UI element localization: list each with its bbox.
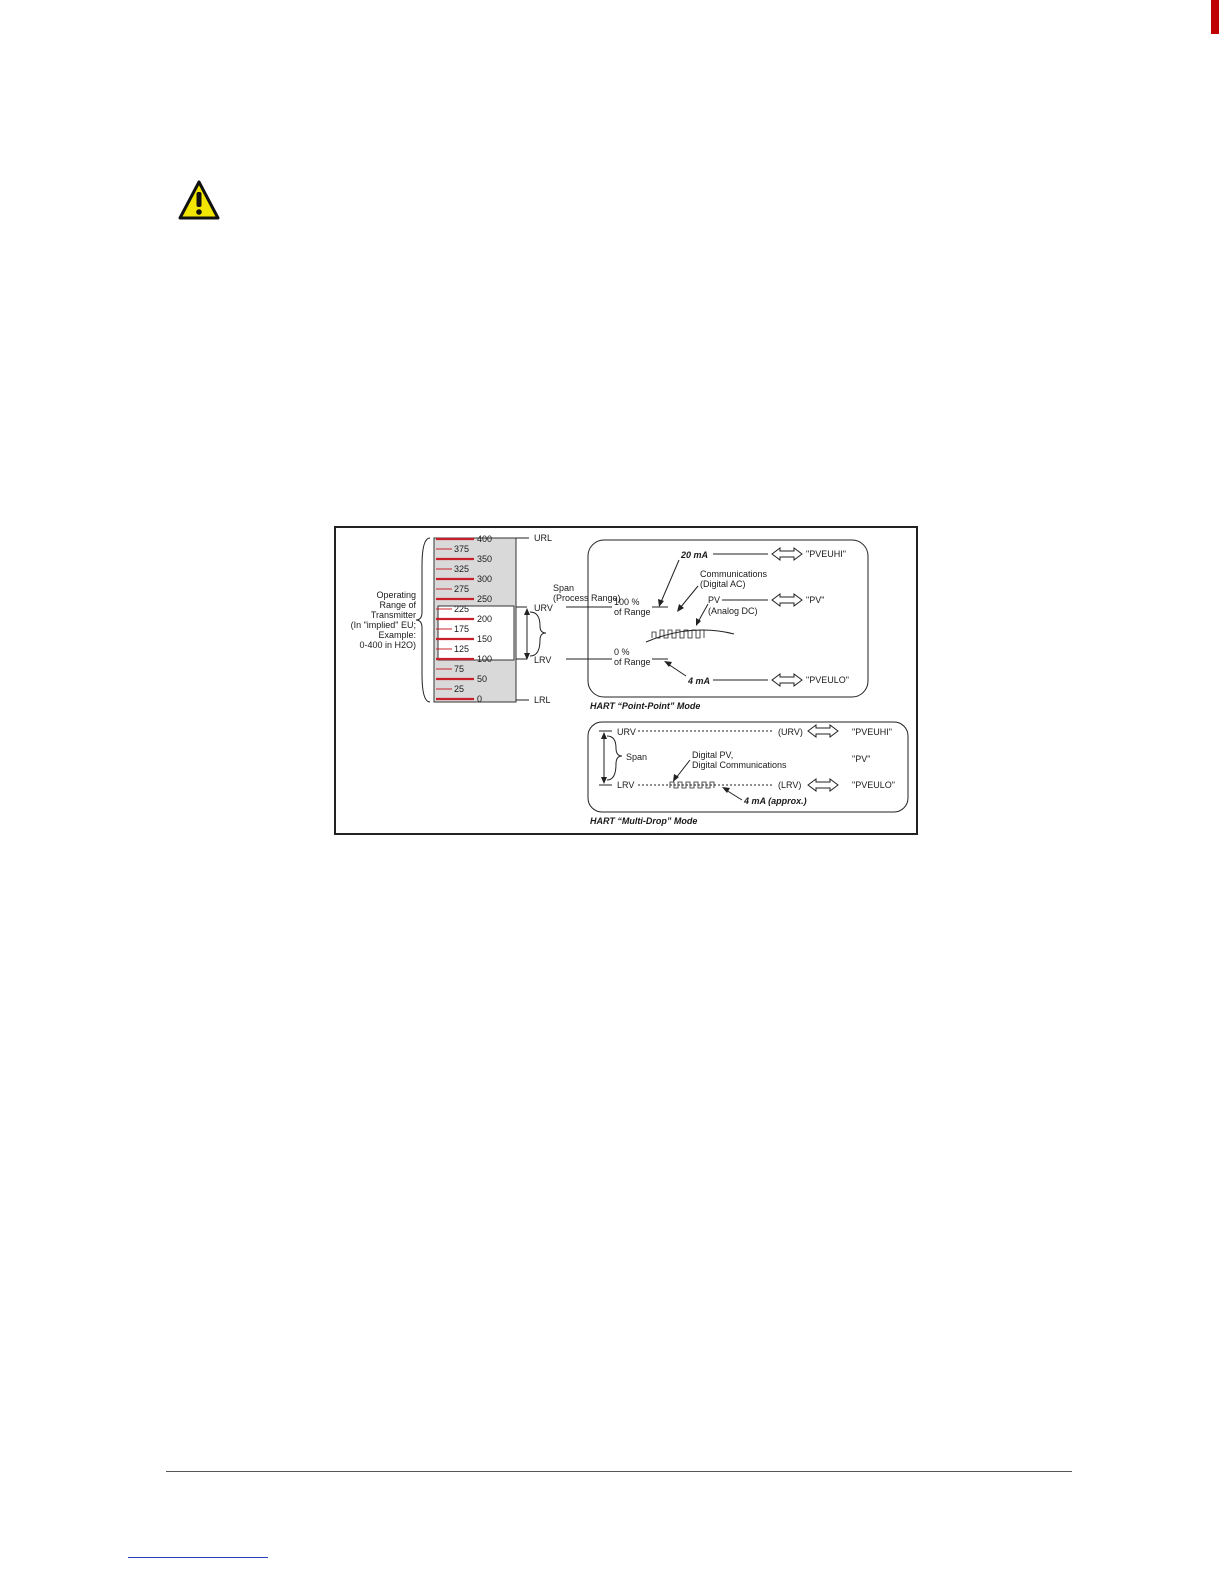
url-label: URL — [534, 533, 552, 543]
pct100-of-range: of Range — [614, 607, 651, 617]
scale-major-label: 100 — [477, 654, 492, 664]
md-pveulo-double-arrow — [807, 778, 839, 792]
scale-major-label: 400 — [477, 534, 492, 544]
pv-label: PV — [708, 595, 720, 605]
hart-range-figure: 400 350 300 250 200 150 100 50 0 375 325 275 225 175 1… — [334, 526, 918, 835]
md-urv-paren: (URV) — [778, 727, 803, 737]
multi-drop-panel: URV LRV Span Digital PV, Digital Communi… — [587, 721, 909, 813]
scale-major-label: 150 — [477, 634, 492, 644]
scale-minor-label: 225 — [454, 604, 469, 614]
scale-minor-label: 275 — [454, 584, 469, 594]
comms-label: Communications — [700, 569, 768, 579]
scale-major-label: 200 — [477, 614, 492, 624]
scale-major-label: 250 — [477, 594, 492, 604]
scale-major-label: 50 — [477, 674, 487, 684]
footer-rule — [166, 1471, 1072, 1472]
md-digital-pv: Digital PV, — [692, 750, 733, 760]
operating-range-line-5: Example: — [378, 630, 416, 640]
md-pveuhi-double-arrow — [807, 724, 839, 738]
pveulo-double-arrow — [771, 673, 803, 687]
operating-range-line-2: Range of — [379, 600, 416, 610]
scale-minor-label: 175 — [454, 624, 469, 634]
warning-triangle-icon — [178, 180, 220, 220]
point-point-caption: HART “Point-Point” Mode — [590, 701, 700, 711]
multi-drop-caption: HART “Multi-Drop” Mode — [590, 816, 697, 826]
point-point-panel: 100 % of Range 0 % of Range 20 mA Commun… — [587, 539, 869, 698]
md-digital-comms: Digital Communications — [692, 760, 787, 770]
pveuhi-double-arrow — [771, 547, 803, 561]
scale-major-label: 300 — [477, 574, 492, 584]
pct100-label: 100 % — [614, 597, 640, 607]
operating-range-line-6: 0-400 in H2O) — [359, 640, 416, 650]
footer-link-underline[interactable] — [128, 1557, 268, 1558]
scale-minor-label: 125 — [454, 644, 469, 654]
analog-dc-label: (Analog DC) — [708, 606, 758, 616]
pct0-of-range: of Range — [614, 657, 651, 667]
comms-digital-ac: (Digital AC) — [700, 579, 746, 589]
range-scale: 400 350 300 250 200 150 100 50 0 375 325 275 225 175 1… — [433, 534, 517, 704]
pveulo-param: "PVEULO" — [806, 675, 849, 685]
process-range-label: (Process Range) — [553, 593, 621, 603]
md-lrv-label: LRV — [617, 780, 634, 790]
urv-label: URV — [534, 603, 553, 613]
pveuhi-param: "PVEUHI" — [806, 549, 846, 559]
pct0-label: 0 % — [614, 647, 630, 657]
md-span-label: Span — [626, 752, 647, 762]
operating-range-note: Operating Range of Transmitter (In "impl… — [351, 590, 417, 650]
pv-param: "PV" — [806, 595, 824, 605]
md-ma4-label: 4 mA (approx.) — [743, 796, 807, 806]
scale-minor-label: 375 — [454, 544, 469, 554]
scale-major-label: 0 — [477, 694, 482, 704]
span-label: Span — [553, 583, 574, 593]
ma4-label: 4 mA — [687, 676, 710, 686]
page-edge-tab — [1211, 0, 1219, 34]
operating-range-line-1: Operating — [376, 590, 416, 600]
md-pveulo-param: "PVEULO" — [852, 780, 895, 790]
md-pv-param: "PV" — [852, 754, 870, 764]
lrl-label: LRL — [534, 695, 551, 705]
pv-double-arrow — [771, 593, 803, 607]
md-lrv-paren: (LRV) — [778, 780, 801, 790]
md-pveuhi-param: "PVEUHI" — [852, 727, 892, 737]
scale-minor-label: 75 — [454, 664, 464, 674]
scale-major-label: 350 — [477, 554, 492, 564]
scale-minor-label: 25 — [454, 684, 464, 694]
md-urv-label: URV — [617, 727, 636, 737]
operating-range-line-3: Transmitter — [371, 610, 416, 620]
scale-minor-label: 325 — [454, 564, 469, 574]
ma20-label: 20 mA — [680, 550, 708, 560]
operating-range-line-4: (In "implied" EU; — [351, 620, 416, 630]
lrv-label: LRV — [534, 655, 551, 665]
